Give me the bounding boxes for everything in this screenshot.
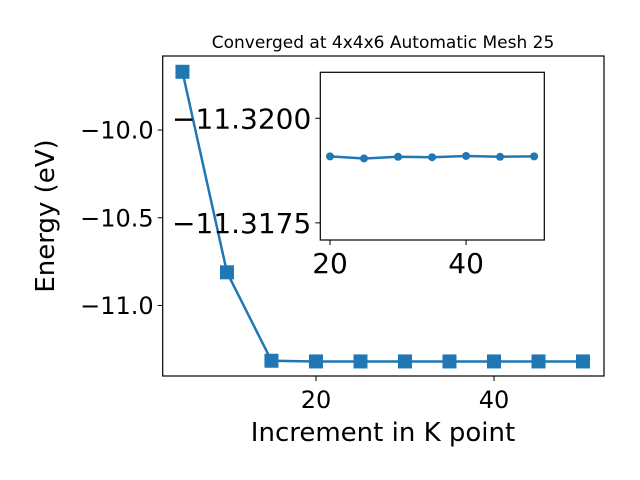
main-y-tick-label: −10.5 bbox=[80, 204, 154, 232]
main-y-tick-label: −10.0 bbox=[80, 117, 154, 145]
main-data-point bbox=[219, 265, 234, 280]
main-data-point bbox=[575, 354, 590, 369]
inset-data-point bbox=[394, 152, 403, 161]
chart-title: Converged at 4x4x6 Automatic Mesh 25 bbox=[212, 33, 555, 53]
main-data-point bbox=[442, 354, 457, 369]
inset-data-point bbox=[496, 152, 505, 161]
inset-y-tick-label: −11.3175 bbox=[172, 207, 311, 240]
x-axis-label: Increment in K point bbox=[251, 418, 515, 448]
main-data-point bbox=[175, 64, 190, 79]
inset-axes-frame bbox=[319, 71, 545, 241]
inset-y-tick-label: −11.3200 bbox=[172, 102, 311, 135]
main-y-tick-label: −11.0 bbox=[80, 292, 154, 320]
inset-data-point bbox=[530, 152, 539, 161]
main-data-point bbox=[353, 354, 368, 369]
main-data-point bbox=[531, 354, 546, 369]
main-axes-frame bbox=[162, 55, 605, 377]
main-x-tick-label: 40 bbox=[479, 386, 510, 414]
y-axis-label: Energy (eV) bbox=[31, 139, 61, 292]
main-data-point bbox=[264, 353, 279, 368]
main-series-line bbox=[181, 71, 583, 363]
main-x-tick-label: 20 bbox=[301, 386, 332, 414]
main-data-point bbox=[308, 354, 323, 369]
inset-x-tick-label: 40 bbox=[448, 247, 484, 280]
inset-x-tick-label: 20 bbox=[312, 247, 348, 280]
inset-data-point bbox=[428, 153, 437, 162]
main-data-point bbox=[397, 354, 412, 369]
main-data-point bbox=[486, 354, 501, 369]
inset-data-point bbox=[462, 151, 471, 160]
inset-data-point bbox=[326, 152, 335, 161]
inset-data-point bbox=[360, 154, 369, 163]
